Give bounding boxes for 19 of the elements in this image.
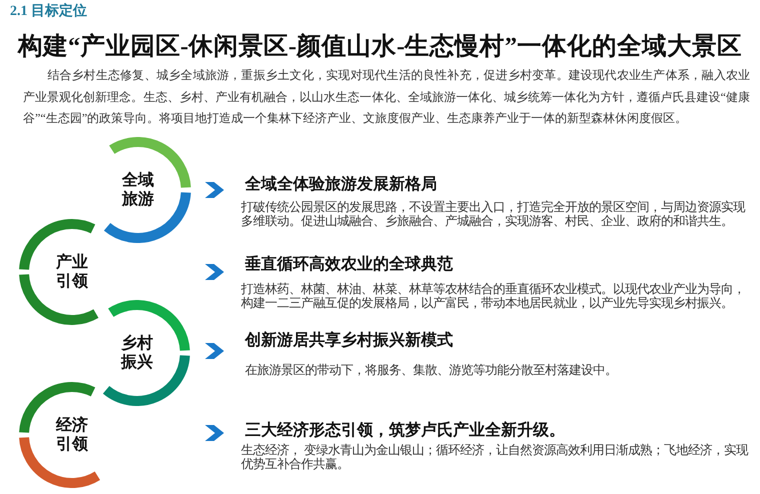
circle-label: 产业引领 [56,253,88,291]
chevron-arrow [205,425,224,441]
circle-label: 乡村振兴 [121,334,153,372]
item-heading: 创新游居共享乡村振兴新模式 [245,331,454,350]
section-heading: 2.1 目标定位 [10,3,87,21]
intro-paragraph: 结合乡村生态修复、城乡全域旅游，重振乡土文化，实现对现代生活的良性补充，促进乡村变革。建设现代农业生产体系，融入农业产业景观化创新理念。生态、乡村、产业有机融合，以山水生态一体化、全域旅游一体化、城乡统筹一体化为方针，遵循卢氏县建设“健康谷”“生态园”的政策导向。将项目地打造成一个集林下经济产业、文旅度假产业、生态康养产业于一体的新型森林休闲度假区。 [23,67,750,127]
item-heading: 三大经济形态引领，筑梦卢氏产业全新升级。 [245,421,566,440]
item-heading: 垂直循环高效农业的全球典范 [245,255,454,274]
title: 构建“产业园区-休闲景区-颜值山水-生态慢村”一体化的全域大景区 [16,32,743,62]
item-heading: 全域全体验旅游发展新格局 [245,175,438,194]
item-description: 打造林药、林菌、林油、林菜、林草等农林结合的垂直循环农业模式。以现代农业产业为导向，构建一二三产融互促的发展格局，以产富民，带动本地居民就业，以产业先导实现乡村振兴。 [241,282,746,310]
item-description: 在旅游景区的带动下，将服务、集散、游览等功能分散至村落建设中。 [245,363,618,377]
chevron-arrow [205,182,224,198]
chevron-arrow [205,264,224,280]
chevron-arrow [205,343,224,359]
circle-label: 经济引领 [56,416,88,454]
item-description: 打破传统公园景区的发展思路，不设置主要出入口，打造完全开放的景区空间，与周边资源实现多维联动。促进山城融合、乡旅融合、产城融合，实现游客、村民、企业、政府的和谐共生。 [241,200,746,228]
circle-label: 全域旅游 [122,171,154,209]
item-description: 生态经济， 变绿水青山为金山银山；循环经济，让自然资源高效利用日渐成熟；飞地经济，实现优势互补合作共赢。 [241,443,750,471]
